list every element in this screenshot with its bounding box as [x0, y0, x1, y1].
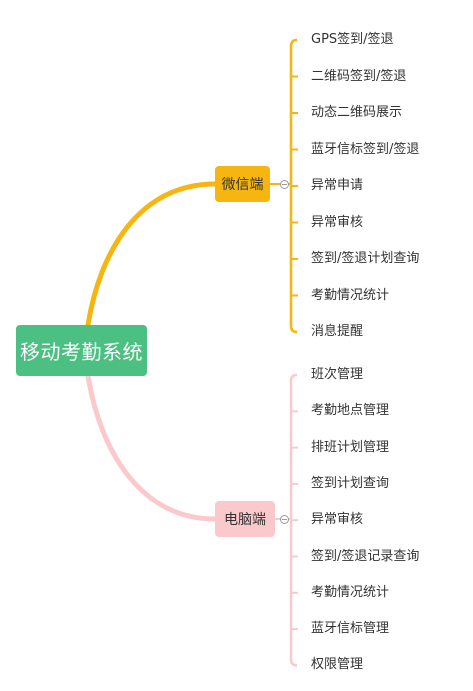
- connector-root-to-wechat: [85, 181, 218, 328]
- leaf-topic[interactable]: 二维码签到/签退: [311, 68, 407, 84]
- leaf-topic[interactable]: 异常申请: [311, 178, 364, 193]
- leaf-topic[interactable]: 考勤情况统计: [311, 584, 390, 600]
- leaf-topic[interactable]: 签到/签退记录查询: [311, 548, 420, 564]
- wechat-children-bracket: [289, 38, 298, 334]
- leaf-topic[interactable]: 考勤情况统计: [311, 287, 390, 303]
- leaf-topic[interactable]: GPS签到/签退: [311, 32, 394, 47]
- collapse-wechat-icon[interactable]: [280, 180, 289, 189]
- leaf-topic[interactable]: 班次管理: [311, 367, 364, 382]
- leaf-topic[interactable]: 排班计划管理: [311, 439, 390, 455]
- branch-topic-pc[interactable]: 电脑端: [215, 501, 275, 537]
- leaf-topic[interactable]: 蓝牙信标签到/签退: [311, 141, 420, 157]
- leaf-topic[interactable]: 异常审核: [311, 512, 364, 528]
- branch-topic-wechat[interactable]: 微信端: [215, 166, 270, 202]
- pc-children-bracket: [289, 373, 298, 667]
- leaf-topic[interactable]: 考勤地点管理: [311, 403, 390, 419]
- leaf-topic[interactable]: 异常审核: [311, 214, 364, 230]
- connector-root-to-pc: [85, 373, 218, 522]
- leaf-topic[interactable]: 蓝牙信标管理: [311, 621, 390, 637]
- collapse-pc-icon[interactable]: [280, 515, 289, 524]
- leaf-topic[interactable]: 签到/签退计划查询: [311, 251, 420, 266]
- leaf-topic[interactable]: 动态二维码展示: [311, 105, 403, 120]
- leaf-topic[interactable]: 权限管理: [311, 657, 364, 673]
- root-topic[interactable]: 移动考勤系统: [16, 325, 147, 376]
- leaf-topic[interactable]: 签到计划查询: [311, 475, 390, 491]
- leaf-topic[interactable]: 消息提醒: [311, 324, 364, 339]
